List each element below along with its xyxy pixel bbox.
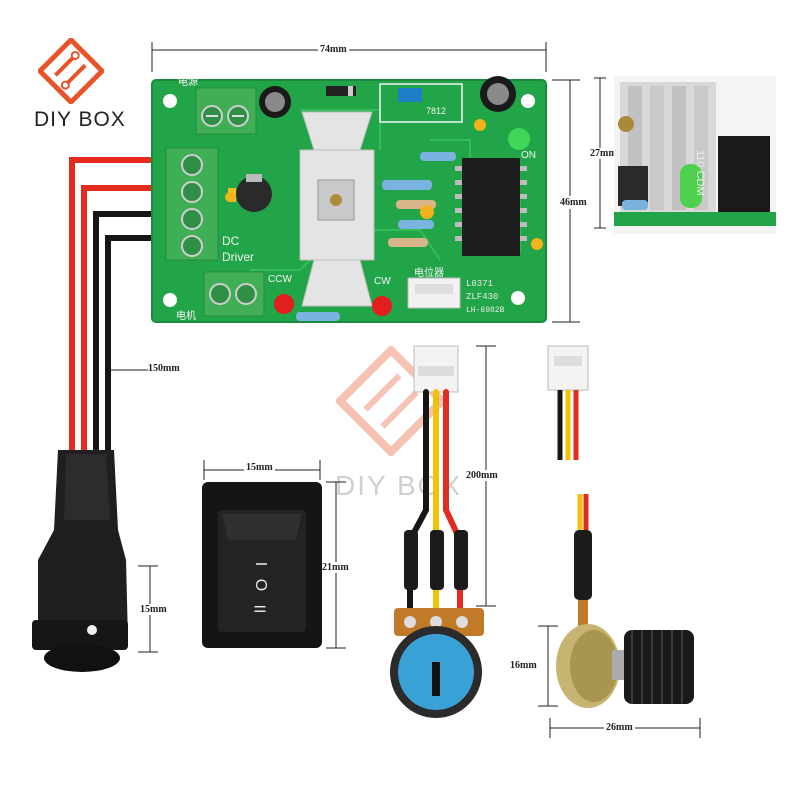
switch-symbol-mid: O — [252, 578, 270, 592]
connector-cable — [547, 345, 589, 460]
label-model-2: ZLF430 — [466, 292, 499, 302]
cable-bundle — [69, 157, 169, 473]
watermark-text: DIY BOX — [335, 470, 463, 501]
dim-cable-length: 150mm — [148, 363, 180, 374]
dim-side-height: 27mm — [590, 148, 617, 159]
switch-symbol-bot: II — [250, 604, 268, 614]
label-regulator: 7812 — [426, 106, 447, 116]
dim-pot-cable: 200mm — [466, 470, 498, 481]
label-dc: DC — [222, 234, 240, 248]
knob-potentiometer — [556, 494, 694, 708]
dim-plug-height: 15mm — [140, 604, 167, 615]
dim-switch-width: 15mm — [244, 462, 275, 473]
logo-icon — [38, 38, 104, 104]
logo-text: DIY BOX — [34, 108, 126, 131]
label-potentiometer: 电位器 — [414, 268, 444, 279]
label-motor: 电机 — [176, 311, 196, 322]
cable-plug — [32, 450, 128, 672]
dim-knob-width: 26mm — [604, 722, 635, 733]
blue-potentiometer — [390, 345, 484, 718]
label-cw: CW — [374, 276, 391, 287]
dim-knob-height: 16mm — [510, 660, 537, 671]
dim-board-width: 74mm — [318, 44, 349, 55]
rocker-switch — [202, 482, 322, 648]
label-model-3: LH-6982B — [466, 306, 505, 315]
dim-board-height: 46mm — [560, 196, 587, 209]
dim-switch-height: 21mm — [322, 562, 349, 573]
label-on: ON — [521, 150, 536, 161]
label-ccw: CCW — [268, 274, 292, 285]
switch-symbol-top: I — [252, 561, 270, 567]
label-driver: Driver — [222, 250, 254, 264]
label-power: 电源 — [178, 77, 198, 88]
label-side-cap: 110 CDM — [694, 150, 706, 196]
label-model-1: L0371 — [466, 279, 494, 289]
side-view-photo — [614, 76, 776, 234]
